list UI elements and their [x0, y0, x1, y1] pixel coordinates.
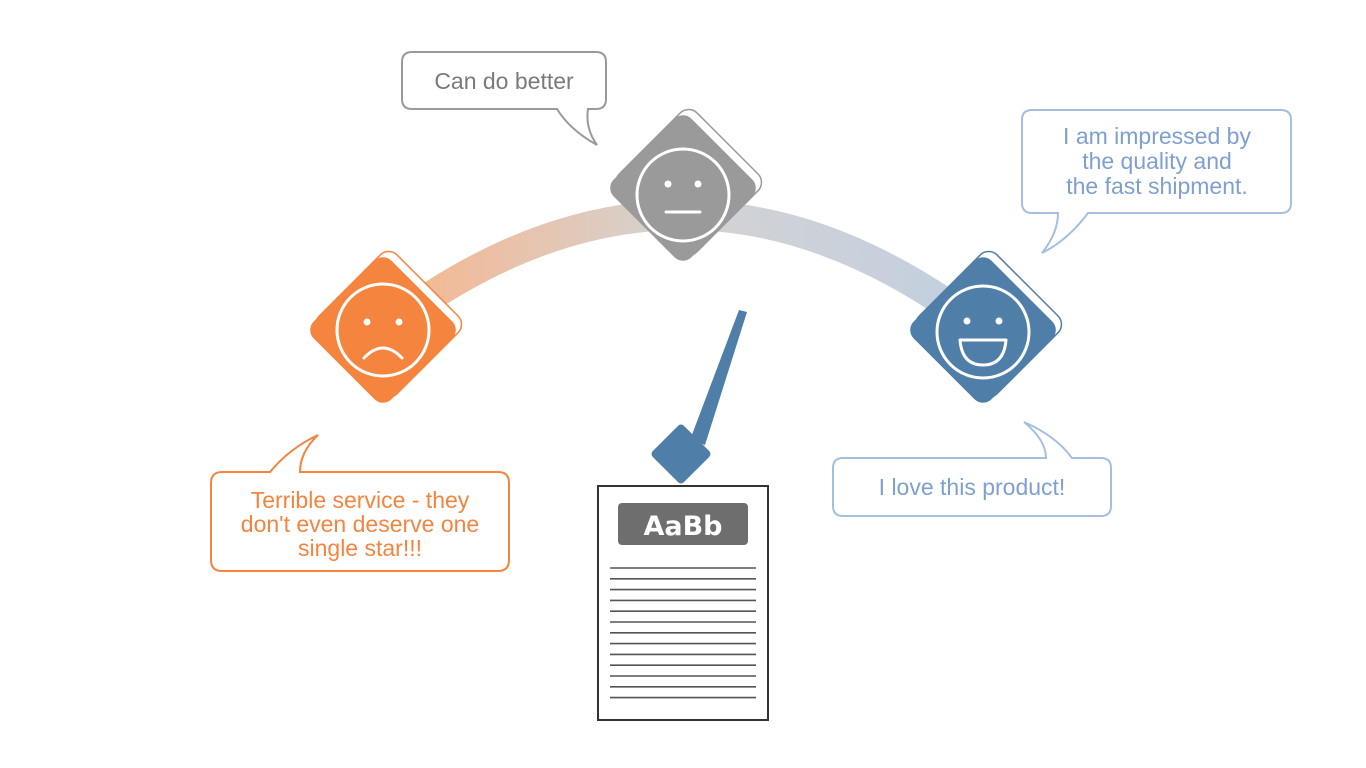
bubble-positive-top-line-3: the fast shipment.: [1066, 173, 1248, 199]
neutral-face-group: [610, 108, 763, 261]
negative-face-group: [310, 250, 463, 403]
bubble-negative-line-2: don't even deserve one: [241, 511, 479, 537]
positive-face-group: [910, 250, 1063, 403]
bubble-positive-bottom: I love this product!: [832, 421, 1112, 517]
bubble-positive-top-shape: [1021, 109, 1292, 254]
bubble-positive-top: I am impressed by the quality and the fa…: [1021, 109, 1292, 254]
negative-face-tile: [310, 257, 456, 403]
bubble-neutral-shape: [401, 51, 607, 146]
bubble-neutral-line: Can do better: [434, 68, 574, 94]
positive-face-tile: [910, 257, 1056, 403]
bubble-negative-line-1: Terrible service - they: [251, 487, 470, 513]
bubble-positive-bottom-shape: [832, 421, 1112, 517]
document-icon: AaBb: [597, 485, 769, 721]
happy-face-icon: [935, 284, 1031, 380]
sad-face-icon: [335, 282, 431, 378]
bubble-negative-shape: [210, 434, 510, 572]
bubble-neutral: Can do better: [401, 51, 607, 146]
document-header: [618, 503, 748, 545]
bubble-positive-top-line-2: the quality and: [1082, 148, 1232, 174]
bubble-negative: Terrible service - they don't even deser…: [210, 434, 510, 572]
bubble-positive-top-line-1: I am impressed by: [1063, 123, 1251, 149]
bubble-negative-line-3: single star!!!: [298, 535, 422, 561]
bubble-positive-bottom-line: I love this product!: [879, 474, 1066, 500]
document-text-lines: [610, 567, 756, 699]
document-heading: AaBb: [643, 511, 722, 542]
neutral-face-icon: [635, 147, 731, 243]
gauge-needle-icon: [651, 310, 747, 484]
